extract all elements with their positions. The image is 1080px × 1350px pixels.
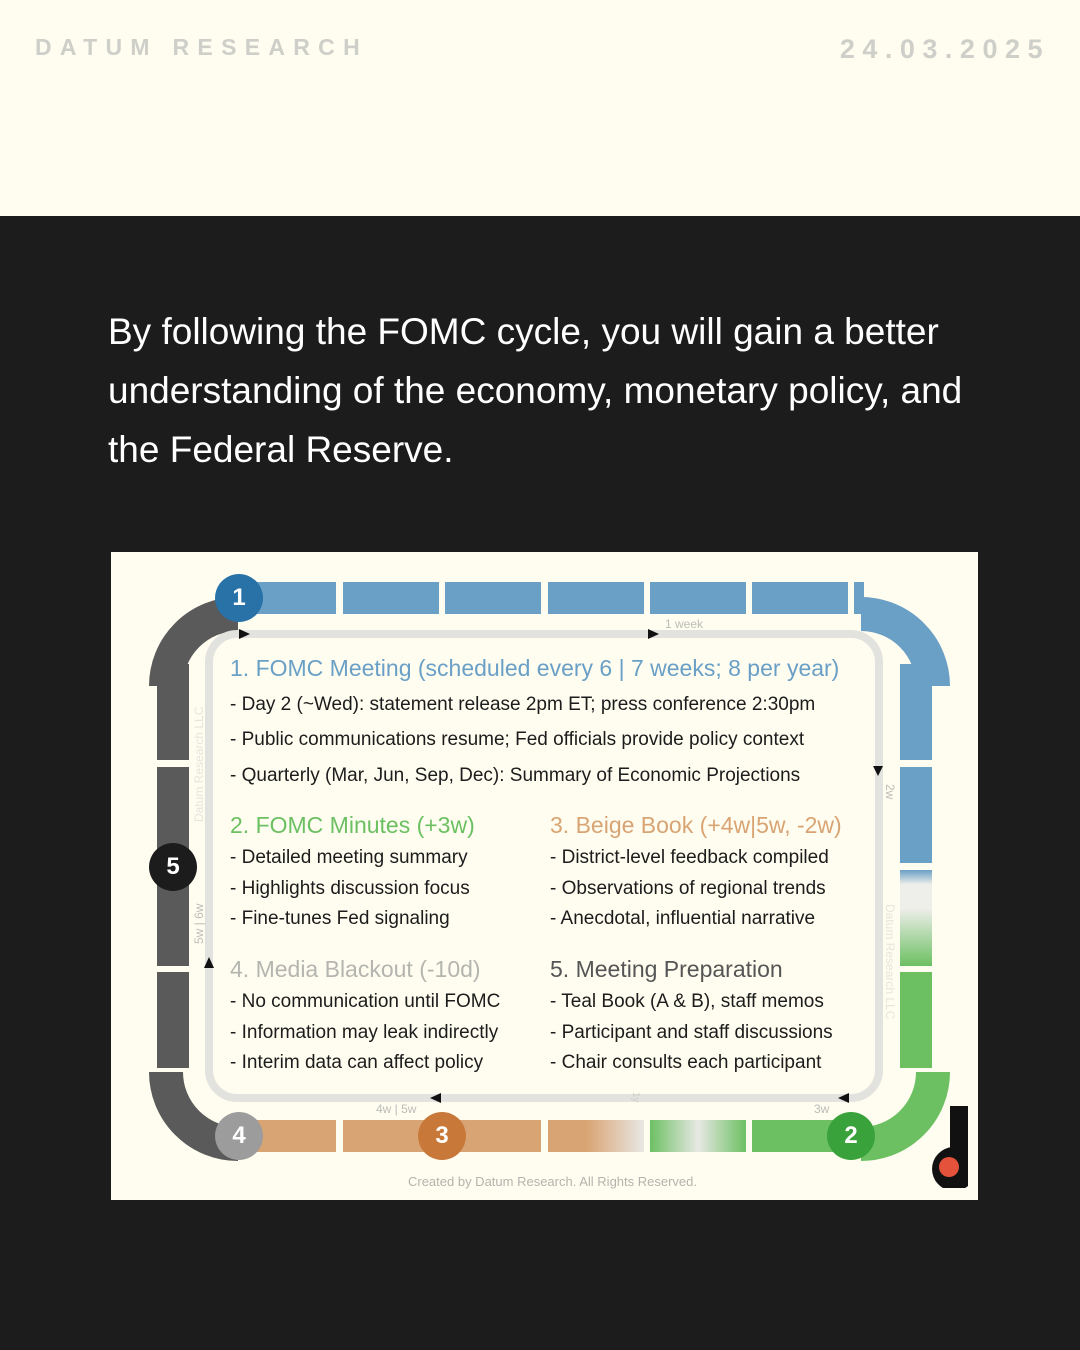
media-blackout-bullet: - Information may leak indirectly: [230, 1022, 499, 1043]
meeting-prep-bullet: - Teal Book (A & B), staff memos: [550, 991, 824, 1012]
watermark-right: Datum Research LLC: [883, 904, 897, 1020]
edge-label-2w: 2w: [883, 784, 897, 800]
beige-book-title: 3. Beige Book (+4w|5w, -2w): [550, 812, 842, 838]
watermark-left: Datum Research LLC: [192, 706, 206, 822]
edge-label-3w: 3w: [814, 1102, 830, 1116]
meeting-prep-bullet: - Chair consults each participant: [550, 1052, 822, 1073]
step-badge-2: 2: [827, 1112, 875, 1160]
fomc-minutes-bullet: - Highlights discussion focus: [230, 878, 470, 899]
post-date: 24.03.2025: [839, 34, 1050, 64]
step-badge-5: 5: [149, 843, 197, 891]
beige-book-bullet: - Anecdotal, influential narrative: [550, 908, 816, 929]
media-blackout-bullet: - Interim data can affect policy: [230, 1052, 484, 1073]
fomc-minutes-bullet: - Fine-tunes Fed signaling: [230, 908, 450, 929]
header-band: DATUM RESEARCH 24.03.2025: [0, 0, 1080, 216]
fomc-meeting-bullet: - Quarterly (Mar, Jun, Sep, Dec): Summar…: [230, 765, 801, 786]
step-badge-4: 4: [215, 1112, 263, 1160]
step-badge-1: 1: [215, 574, 263, 622]
media-blackout-bullet: - No communication until FOMC: [230, 991, 501, 1012]
meeting-prep-title: 5. Meeting Preparation: [550, 956, 783, 982]
step-badge-3: 3: [418, 1112, 466, 1160]
cycle-track: [149, 582, 950, 1161]
edge-label-4w-5w: 4w | 5w: [376, 1102, 417, 1116]
edge-label-1-week: 1 week: [665, 617, 704, 631]
beige-book-bullet: - Observations of regional trends: [550, 878, 826, 899]
beige-book-bullet: - District-level feedback compiled: [550, 847, 829, 868]
fomc-meeting-bullet: - Public communications resume; Fed offi…: [230, 729, 805, 750]
edge-label-1y: 1y: [630, 1092, 641, 1103]
meeting-prep-bullet: - Participant and staff discussions: [550, 1022, 833, 1043]
fomc-minutes-title: 2. FOMC Minutes (+3w): [230, 812, 475, 838]
fomc-cycle-diagram: 1 2 3 4 5 1 week 2w 3w 4w | 5w 1y 5w | 6…: [111, 552, 978, 1200]
copyright-note: Created by Datum Research. All Rights Re…: [407, 1174, 697, 1189]
edge-label-5w-6w: 5w | 6w: [192, 903, 206, 944]
media-blackout-title: 4. Media Blackout (-10d): [230, 956, 481, 982]
datum-logo-icon: [932, 1106, 968, 1188]
brand-name: DATUM RESEARCH: [35, 34, 368, 60]
fomc-meeting-title: 1. FOMC Meeting (scheduled every 6 | 7 w…: [230, 655, 840, 681]
intro-text: By following the FOMC cycle, you will ga…: [108, 311, 963, 470]
fomc-minutes-bullet: - Detailed meeting summary: [230, 847, 468, 868]
fomc-meeting-bullet: - Day 2 (~Wed): statement release 2pm ET…: [230, 694, 816, 715]
